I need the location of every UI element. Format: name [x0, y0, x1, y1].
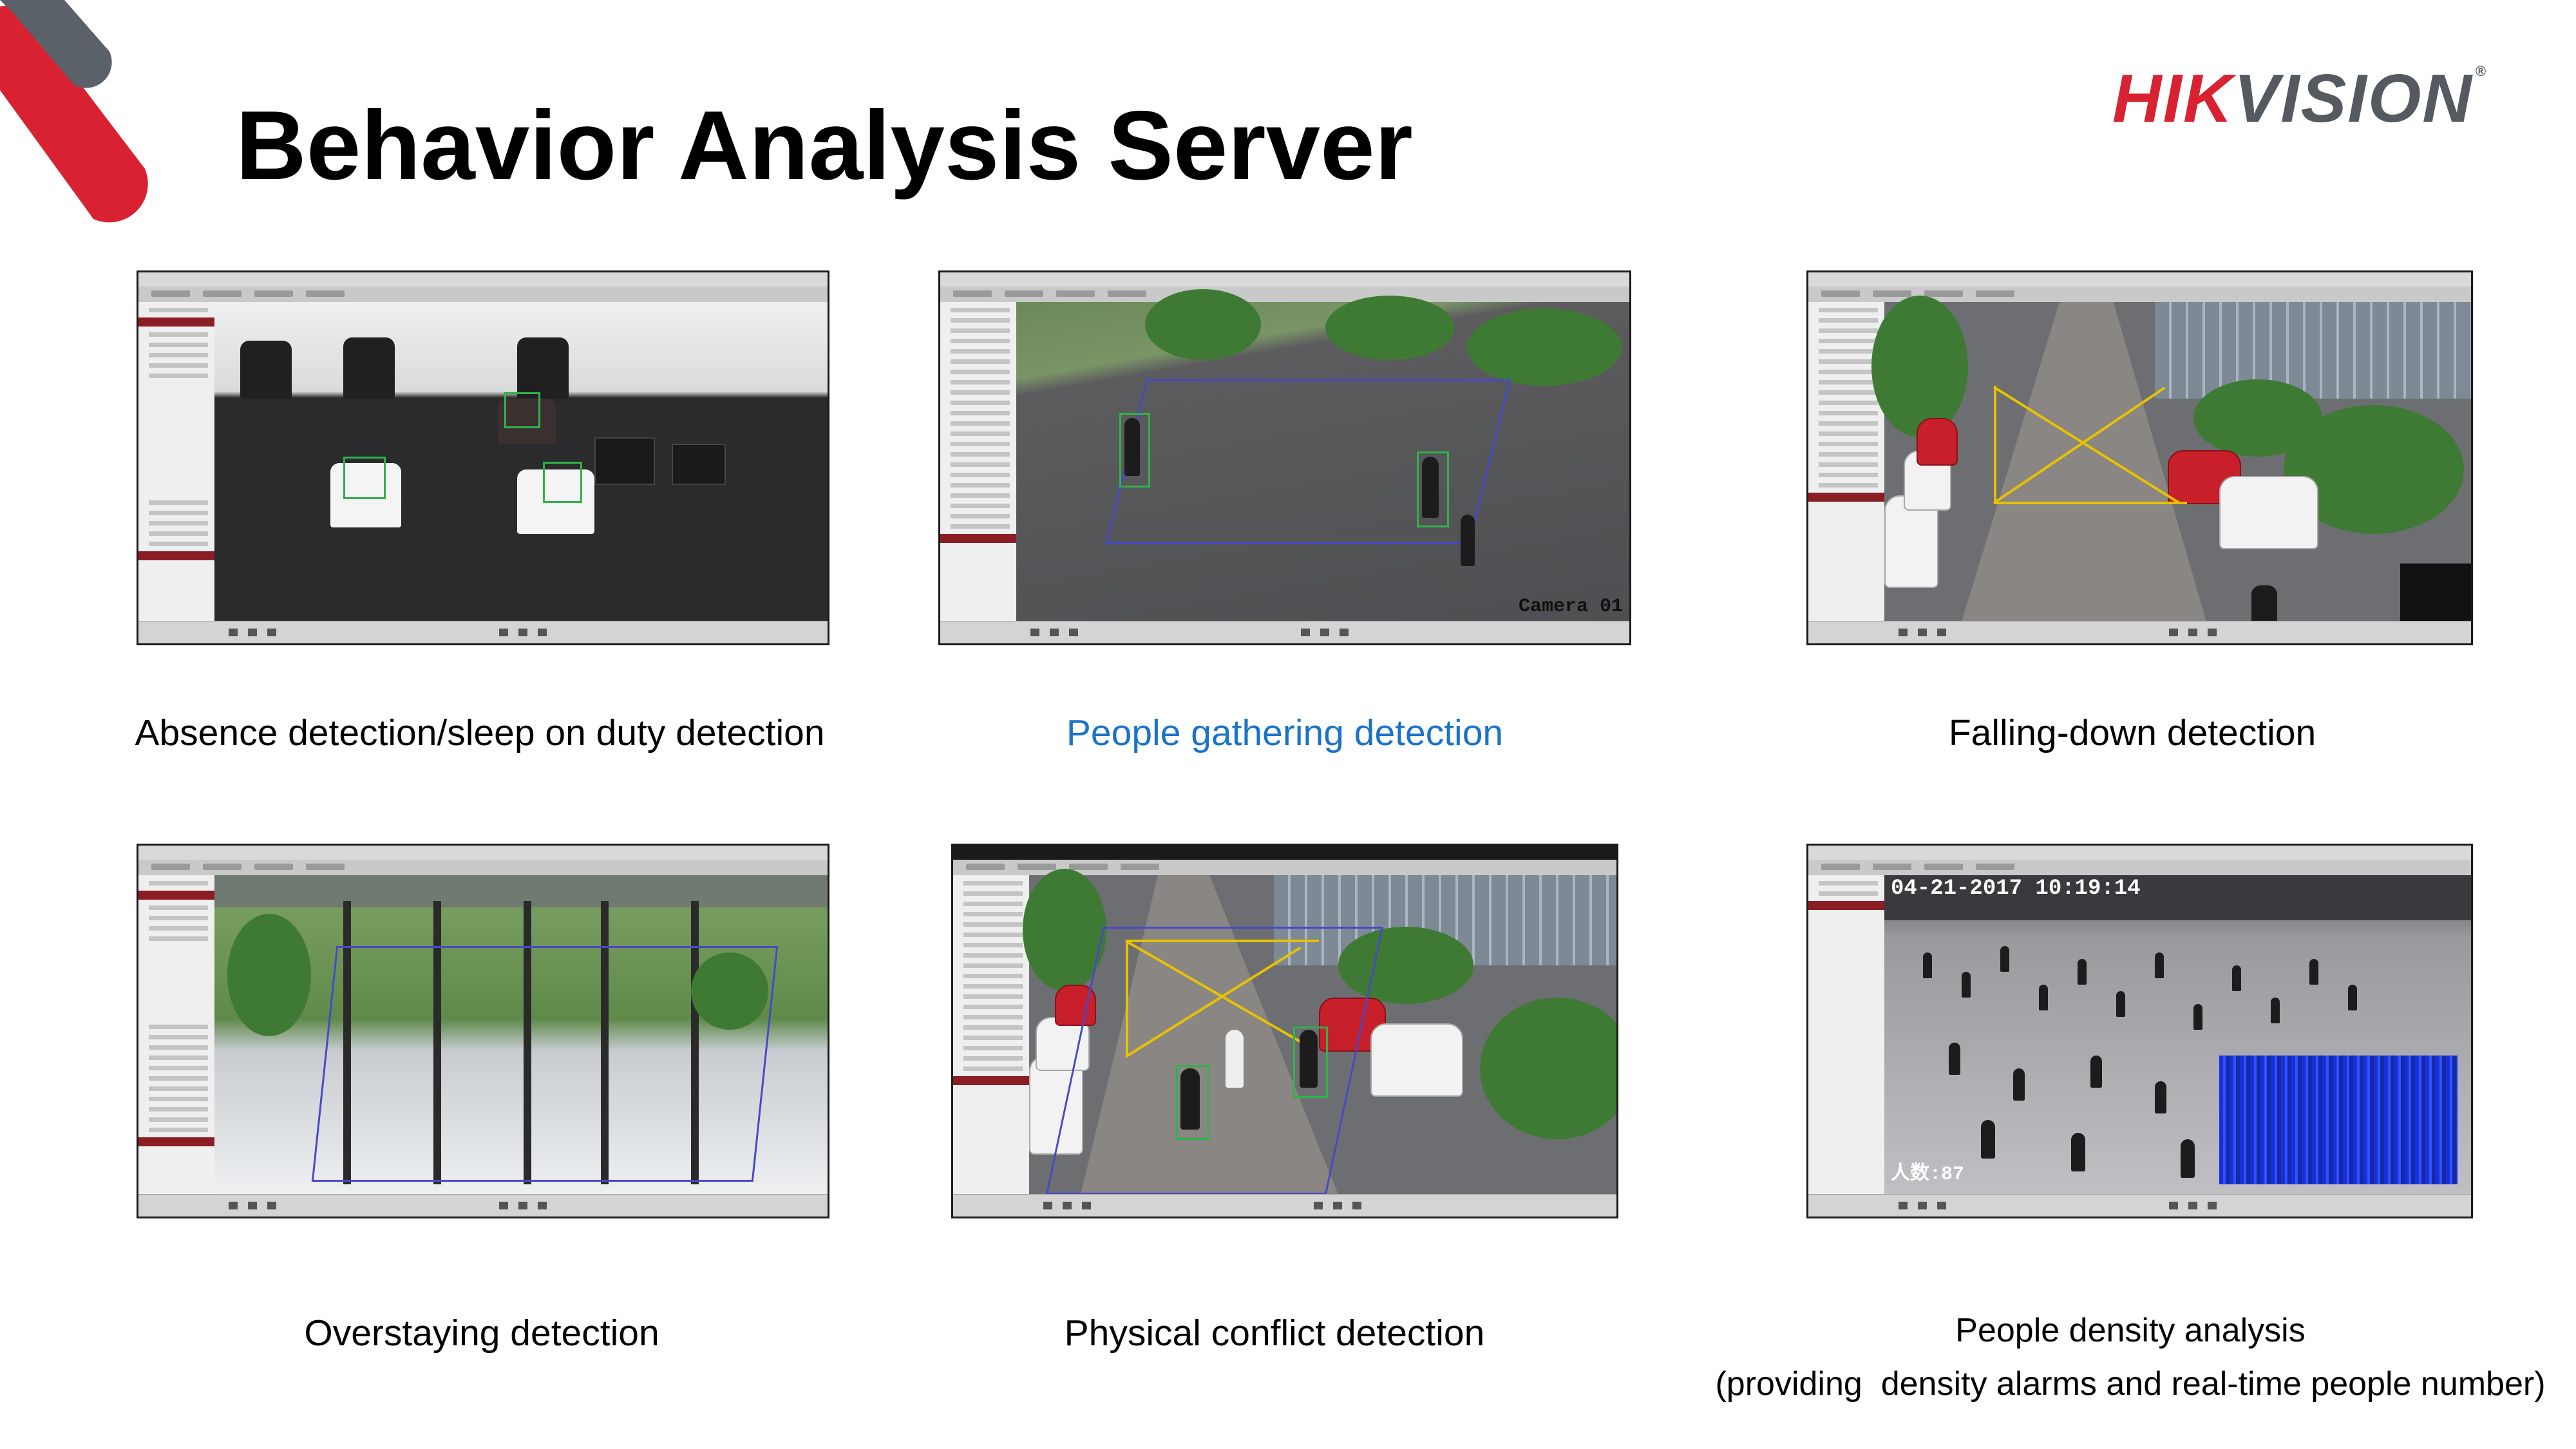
screenshot-overstaying [137, 844, 829, 1218]
video-view [1023, 869, 1616, 1195]
page-title: Behavior Analysis Server [236, 91, 1413, 200]
caption-people-gathering: People gathering detection [1066, 712, 1504, 753]
app-titlebar [940, 272, 1629, 287]
caption-overstaying: Overstaying detection [304, 1312, 659, 1354]
app-titlebar [1808, 272, 2471, 287]
timestamp-overlay: 04-21-2017 10:19:14 [1891, 876, 2141, 901]
hikvision-logo: HIKVISION® [2112, 64, 2487, 133]
camera-list-sidebar [138, 875, 215, 1195]
app-toolbar [940, 287, 1629, 303]
screenshot-falling-down [1806, 270, 2473, 645]
logo-vision: VISION [2233, 61, 2473, 137]
camera-list-sidebar [1808, 302, 1885, 621]
video-view [214, 875, 828, 1195]
app-titlebar [1808, 846, 2471, 860]
video-view [1871, 296, 2471, 624]
logo-hik: HIK [2112, 61, 2234, 137]
camera-list-sidebar [953, 875, 1030, 1195]
screenshot-physical-conflict [951, 844, 1618, 1218]
caption-falling-down: Falling-down detection [1948, 712, 2316, 753]
people-count-overlay: 人数:87 [1891, 1164, 1965, 1186]
app-statusbar [1808, 1194, 2471, 1217]
app-toolbar [138, 860, 828, 876]
app-titlebar [953, 846, 1616, 860]
corner-stripe-decoration [0, 0, 148, 223]
app-toolbar [1808, 860, 2471, 876]
video-view: Camera 01 [1016, 289, 1629, 621]
video-view: 04-21-2017 10:19:14 人数:87 [1884, 875, 2471, 1195]
app-statusbar [138, 1194, 828, 1217]
camera-label: Camera 01 [1518, 596, 1623, 618]
app-statusbar [138, 621, 828, 643]
camera-list-sidebar [940, 302, 1017, 621]
screenshot-people-gathering: Camera 01 [938, 270, 1631, 645]
screenshot-absence-detection [137, 270, 829, 645]
caption-physical-conflict: Physical conflict detection [1064, 1312, 1485, 1354]
camera-list-sidebar [1808, 875, 1885, 1195]
app-toolbar [138, 287, 828, 303]
app-titlebar [138, 846, 828, 860]
app-statusbar [953, 1194, 1616, 1217]
caption-absence-detection: Absence detection/sleep on duty detectio… [135, 712, 825, 753]
app-statusbar [1808, 621, 2471, 643]
caption-people-density-detail: (providing density alarms and real-time … [1715, 1365, 2546, 1403]
screenshot-people-density: 04-21-2017 10:19:14 人数:87 [1806, 844, 2473, 1218]
caption-people-density: People density analysis [1955, 1312, 2306, 1349]
video-view [214, 302, 828, 624]
logo-registered-mark: ® [2475, 63, 2488, 79]
app-titlebar [138, 272, 828, 287]
app-statusbar [940, 621, 1629, 643]
camera-list-sidebar [138, 302, 215, 621]
